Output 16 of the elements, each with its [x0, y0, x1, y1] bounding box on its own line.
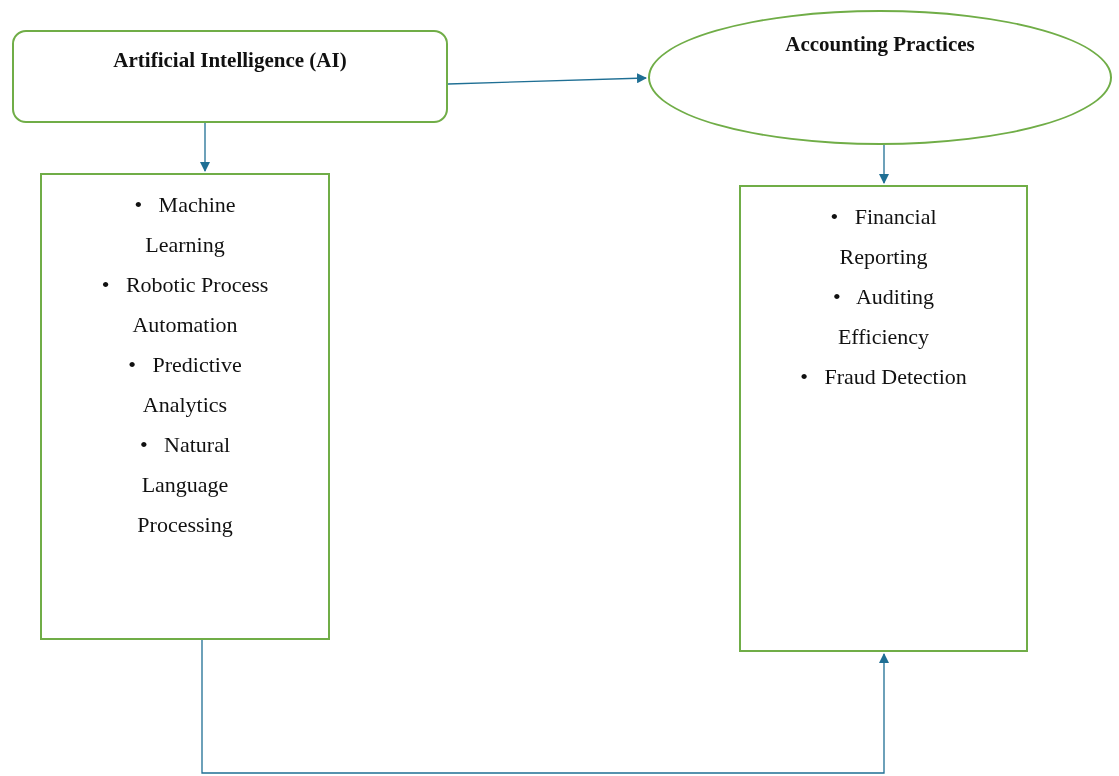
bullet-item: • Auditing Efficiency	[831, 283, 936, 351]
arrow	[447, 73, 647, 85]
bullet-item: • Natural Language Processing	[136, 431, 234, 539]
bullet-item: • Machine Learning	[133, 191, 237, 259]
arrow	[201, 639, 889, 774]
bullet-item: • Robotic Process Automation	[100, 271, 270, 339]
process-box	[739, 185, 1028, 652]
process-box	[12, 30, 448, 123]
arrow	[200, 122, 210, 172]
bullet-item: • Predictive Analytics	[127, 351, 243, 419]
process-box	[40, 173, 330, 640]
arrow	[879, 144, 889, 184]
node-title: Artificial Intelligence (AI)	[113, 48, 347, 73]
bullet-item: • Fraud Detection	[800, 363, 967, 391]
node-title: Accounting Practices	[785, 32, 975, 57]
bullet-item: • Financial Reporting	[829, 203, 938, 271]
